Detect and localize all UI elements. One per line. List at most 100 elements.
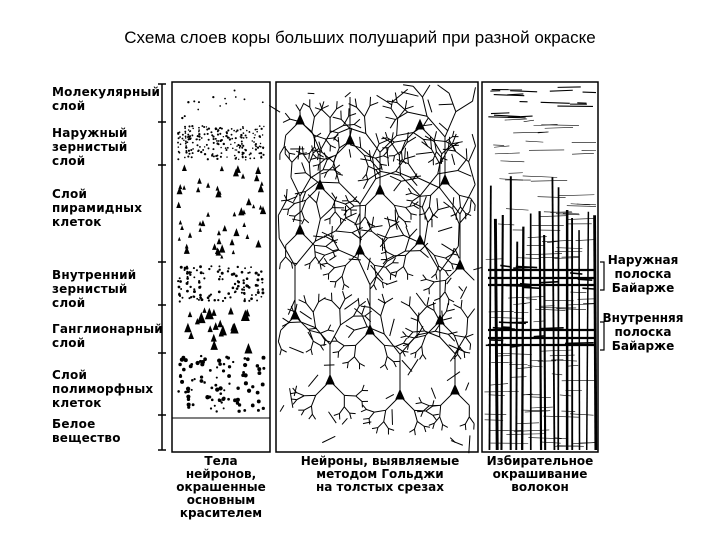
- layer-brackets: [158, 83, 166, 451]
- dendrite: [337, 136, 340, 148]
- cell-body: [220, 127, 223, 130]
- dendrite: [445, 302, 449, 312]
- layer-label-line: Слой: [52, 187, 88, 201]
- cell-body: [253, 136, 256, 139]
- cell-body: [198, 135, 201, 138]
- dendrite: [434, 254, 446, 259]
- dendrite: [326, 155, 335, 161]
- dendrite: [363, 418, 370, 420]
- dendrite: [308, 263, 311, 270]
- dendrite: [386, 251, 395, 257]
- cell-body: [242, 281, 245, 285]
- dendrite: [386, 216, 391, 228]
- tangential-fiber: [562, 213, 580, 215]
- fiber-fragment: [415, 151, 433, 155]
- cell-body: [236, 145, 238, 147]
- fiber-fragment: [362, 421, 372, 425]
- dendrite: [400, 140, 407, 152]
- dendrite: [332, 383, 345, 396]
- side-label-line: полоска: [614, 267, 672, 281]
- dendrite: [379, 237, 389, 248]
- pyramidal-cell-body: [231, 249, 235, 255]
- cell-body: [177, 158, 180, 161]
- cell-body: [260, 155, 263, 158]
- cell-body: [205, 143, 208, 146]
- dendrite: [451, 133, 457, 144]
- cell-body: [185, 146, 188, 149]
- dendrite: [465, 333, 474, 338]
- cell-body: [218, 265, 221, 268]
- dendrite: [329, 130, 339, 134]
- dendrite: [453, 335, 459, 347]
- tangential-fiber: [485, 258, 502, 260]
- layer-label-line: слой: [52, 99, 86, 113]
- cell-body: [210, 386, 214, 390]
- cell-body: [206, 128, 209, 131]
- cell-body: [189, 285, 192, 289]
- cell-body: [242, 137, 245, 139]
- fiber-fragment: [415, 325, 424, 338]
- cell-body: [240, 133, 243, 137]
- pyramidal-cell-body: [254, 174, 260, 182]
- cell-body: [219, 155, 222, 158]
- dendrite: [296, 395, 305, 401]
- dendrite: [404, 100, 408, 110]
- cell-body: [203, 126, 206, 129]
- dendrite: [303, 218, 310, 224]
- cell-body: [201, 125, 204, 127]
- cell-body: [193, 276, 196, 279]
- dendrite: [415, 402, 422, 405]
- fiber-fragment: [449, 437, 456, 443]
- dendrite: [279, 263, 281, 270]
- dendrite: [406, 151, 409, 164]
- dendrite: [447, 136, 451, 150]
- dendrite: [437, 169, 458, 175]
- fiber-fragment: [376, 94, 393, 106]
- dendrite: [445, 253, 453, 259]
- fiber-column: [481, 81, 599, 453]
- cell-body: [189, 135, 192, 138]
- dendrite: [393, 361, 397, 368]
- dendrite: [354, 98, 358, 108]
- dendrite: [285, 188, 288, 201]
- pyramidal-cell-body: [184, 243, 189, 249]
- pyramidal-cell-body: [232, 211, 237, 217]
- dendrite: [319, 207, 333, 220]
- cell-body: [227, 129, 230, 132]
- pyramidal-cell-body: [178, 220, 183, 225]
- cell-body: [199, 146, 201, 148]
- dendrite: [405, 327, 414, 333]
- dendrite: [314, 244, 326, 247]
- dendrite: [301, 210, 305, 220]
- cell-body: [258, 152, 261, 155]
- dendrite: [338, 127, 350, 134]
- dendrite: [294, 311, 302, 323]
- tangential-fiber: [556, 247, 583, 249]
- cell-body: [225, 102, 228, 105]
- cell-body: [190, 388, 193, 391]
- dendrite: [423, 425, 431, 428]
- cell-body: [241, 146, 244, 149]
- dendrite: [292, 399, 298, 405]
- dendrite: [431, 273, 437, 279]
- pyramidal-cell-body: [244, 343, 253, 354]
- cell-body: [261, 101, 264, 104]
- dendrite: [387, 141, 395, 149]
- dendrite: [340, 315, 354, 326]
- dendrite: [360, 158, 371, 162]
- cell-body: [243, 409, 247, 412]
- cell-body: [191, 134, 194, 137]
- dendrite: [422, 84, 431, 98]
- fiber-fragment: [331, 192, 337, 200]
- dendrite: [465, 336, 471, 345]
- dendrite: [311, 116, 315, 132]
- cell-body: [191, 403, 195, 407]
- dendrite: [383, 226, 391, 241]
- cell-body: [261, 355, 266, 360]
- dendrite: [312, 311, 317, 328]
- dendrite: [310, 157, 317, 160]
- dendrite: [398, 142, 408, 156]
- dendrite: [442, 424, 449, 428]
- pyramidal-cell-body: [242, 222, 247, 227]
- cell-body: [250, 266, 252, 269]
